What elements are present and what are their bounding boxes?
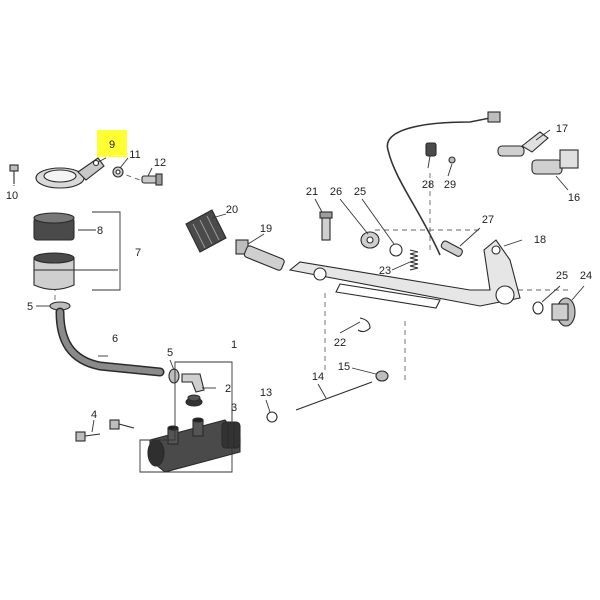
callout-24[interactable]: 24: [580, 270, 592, 282]
callout-25-right[interactable]: 25: [556, 270, 568, 282]
callout-labels: 9 10 11 12 8 7 5 6 5 1 2 3 4 13 14 15 22…: [6, 123, 592, 421]
leader-lines: [13, 129, 585, 433]
o-ring-25-b[interactable]: [532, 301, 544, 315]
callout-18[interactable]: 18: [534, 234, 546, 246]
bolt-21[interactable]: [319, 211, 333, 241]
callout-17[interactable]: 17: [556, 123, 568, 135]
hose-clamp-5-lower[interactable]: [168, 368, 180, 384]
washer-11[interactable]: [112, 166, 124, 178]
bolt-10[interactable]: [9, 164, 19, 184]
callout-9[interactable]: 9: [109, 139, 115, 151]
pivot-bolt-24[interactable]: [551, 297, 576, 327]
master-cylinder[interactable]: [147, 417, 241, 473]
connector[interactable]: [487, 111, 501, 123]
screw-29[interactable]: [448, 156, 456, 164]
callout-4[interactable]: 4: [91, 409, 97, 421]
seal-2[interactable]: [185, 394, 203, 407]
pedal-pin-19[interactable]: [235, 239, 285, 271]
callout-16[interactable]: 16: [568, 192, 580, 204]
callout-22[interactable]: 22: [334, 337, 346, 349]
callout-2[interactable]: 2: [225, 383, 231, 395]
reservoir-cap[interactable]: [33, 212, 75, 241]
callout-19[interactable]: 19: [260, 223, 272, 235]
callout-29[interactable]: 29: [444, 179, 456, 191]
switch-27[interactable]: [440, 240, 463, 257]
brake-pedal-lever[interactable]: [288, 239, 521, 309]
callout-26[interactable]: 26: [330, 186, 342, 198]
o-ring-13[interactable]: [266, 411, 278, 423]
rod-14[interactable]: [295, 381, 373, 411]
nut-15[interactable]: [375, 370, 389, 382]
callout-5-lower[interactable]: 5: [167, 347, 173, 359]
callout-11[interactable]: 11: [129, 149, 140, 161]
callout-3[interactable]: 3: [231, 402, 237, 414]
callout-7[interactable]: 7: [135, 247, 141, 259]
circlip-22[interactable]: [357, 317, 371, 333]
callout-12[interactable]: 12: [154, 157, 166, 169]
brake-hose[interactable]: [55, 307, 165, 377]
master-cylinder-group-bracket: [139, 361, 233, 473]
callout-23[interactable]: 23: [379, 265, 391, 277]
callout-6[interactable]: 6: [112, 333, 118, 345]
callout-15[interactable]: 15: [338, 361, 350, 373]
rod-end-16[interactable]: [531, 149, 579, 175]
reservoir-bracket[interactable]: [35, 157, 105, 189]
highlight-box-9: [97, 130, 127, 157]
bracket-17[interactable]: [497, 131, 549, 157]
callout-27[interactable]: 27: [482, 214, 494, 226]
o-ring-25-a[interactable]: [389, 243, 403, 257]
washer-26[interactable]: [360, 231, 380, 249]
screw-12[interactable]: [141, 173, 163, 186]
callout-14[interactable]: 14: [312, 371, 324, 383]
pedal-rubber-20[interactable]: [185, 209, 227, 253]
callout-20[interactable]: 20: [226, 204, 238, 216]
hose-fitting[interactable]: [181, 373, 205, 393]
callout-25-top[interactable]: 25: [354, 186, 366, 198]
callout-10[interactable]: 10: [6, 190, 18, 202]
callout-8[interactable]: 8: [97, 225, 103, 237]
callout-13[interactable]: 13: [260, 387, 272, 399]
bolt-4-b[interactable]: [109, 419, 135, 430]
cable-clip-28[interactable]: [425, 142, 437, 157]
return-spring-23[interactable]: [409, 249, 419, 271]
stop-switch-cable[interactable]: [386, 117, 491, 256]
callout-21[interactable]: 21: [306, 186, 318, 198]
reservoir-body[interactable]: [33, 252, 75, 291]
callout-1[interactable]: 1: [231, 339, 237, 351]
callout-5-top[interactable]: 5: [27, 301, 33, 313]
callout-28[interactable]: 28: [422, 179, 434, 191]
bolt-4-a[interactable]: [75, 431, 101, 442]
